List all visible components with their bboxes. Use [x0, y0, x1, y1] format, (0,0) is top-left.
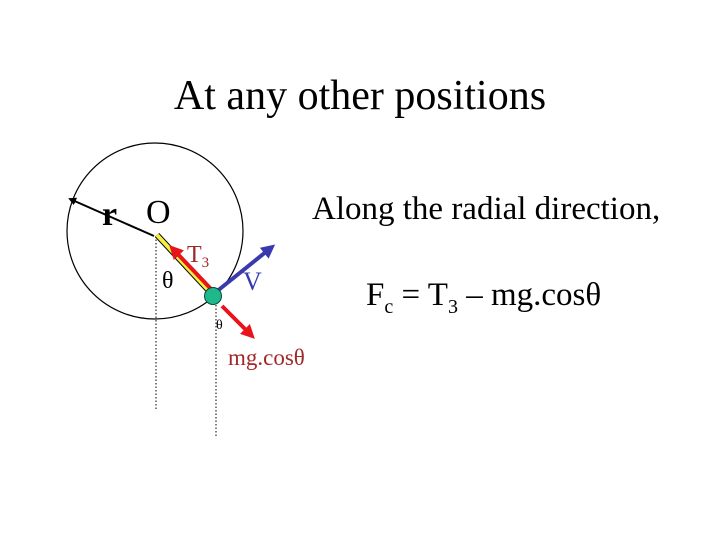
- angle-label-top: θ: [162, 268, 174, 294]
- weight-component-arrow: [220, 304, 255, 339]
- centripetal-force-equation: Fc = T3 – mg.cosθ: [366, 276, 602, 317]
- eq-lhs-sub: c: [384, 296, 394, 318]
- slide-title: At any other positions: [173, 73, 547, 119]
- eq-lhs: F: [366, 277, 385, 313]
- radial-direction-text: Along the radial direction,: [312, 191, 661, 227]
- weight-component-label: mg.cosθ: [228, 345, 305, 370]
- angle-label-bottom: θ: [216, 318, 223, 333]
- velocity-arrow: [214, 244, 276, 294]
- radius-arrow: [68, 197, 155, 237]
- eq-t-sub: 3: [447, 296, 458, 318]
- eq-rhs: – mg.cosθ: [457, 277, 602, 313]
- pendulum-bob: [204, 287, 222, 305]
- string-fill: [155, 233, 212, 294]
- tension-label-main: T: [187, 242, 202, 268]
- tension-arrow: [169, 245, 213, 291]
- velocity-label: V: [243, 267, 262, 296]
- circular-path: [66, 142, 244, 320]
- radius-label: r: [102, 196, 118, 233]
- tension-label-sub: 3: [201, 255, 210, 271]
- center-label: O: [146, 194, 171, 231]
- tension-label: T3: [187, 242, 210, 271]
- eq-equals: = T: [393, 277, 448, 313]
